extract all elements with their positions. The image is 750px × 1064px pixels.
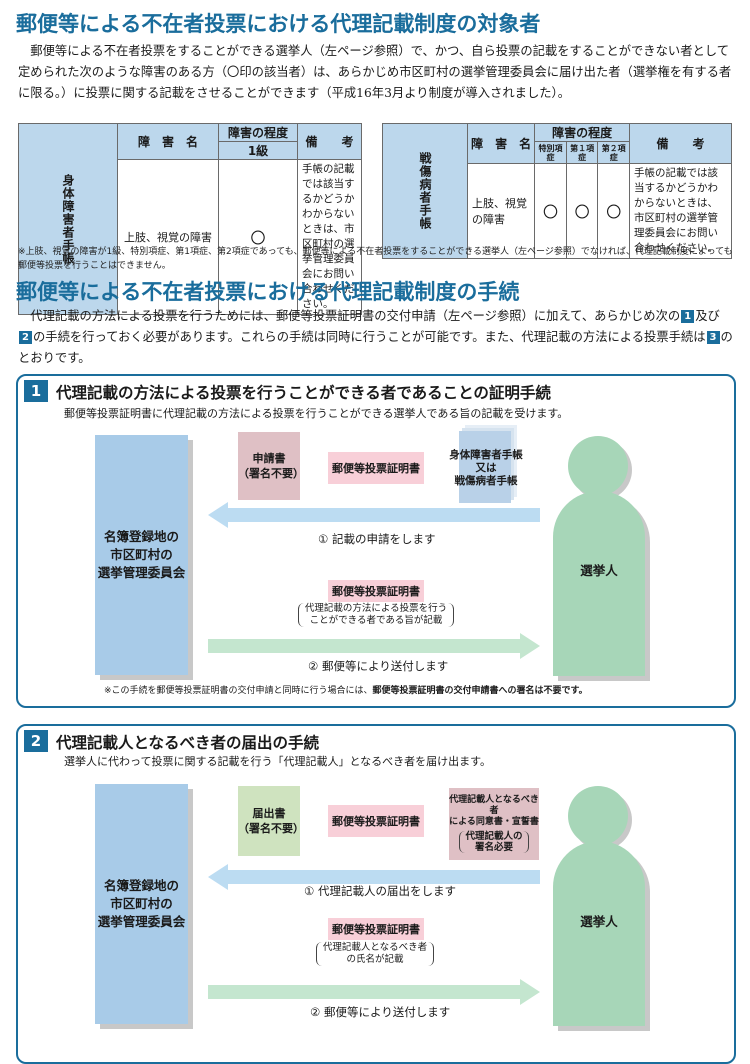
step-number-badge: 1: [681, 310, 695, 323]
panel-number-badge: 1: [24, 380, 48, 402]
table-cell-note: 手帳の記載では該当するかどうかわからないときは、市区町村の選挙管理委員会にお問い…: [629, 163, 732, 259]
right-arrow-send: [208, 633, 540, 659]
table-header-degree: 障害の程度: [534, 123, 630, 142]
panel-number-badge: 2: [24, 730, 48, 752]
application-form-doc: 申請書 （署名不要）: [238, 432, 304, 500]
table-header-disability: 障 害 名: [117, 123, 219, 160]
table-header-first: 第１項症: [565, 141, 599, 164]
procedure-panel-2: 2 代理記載人となるべき者の届出の手続 選挙人に代わって投票に関する記載を行う「…: [16, 724, 736, 1064]
panel-footnote: ※この手続を郵便等投票証明書の交付申請と同時に行う場合には、郵便等投票証明書の交…: [104, 686, 588, 696]
disability-handbook-label: 身体障害者手帳 又は 戦傷病者手帳: [449, 448, 523, 487]
panel-title: 代理記載の方法による投票を行うことができる者であることの証明手続: [56, 384, 551, 402]
postal-vote-certificate-doc: 郵便等投票証明書: [328, 805, 424, 837]
section-title-eligible: 郵便等による不在者投票における代理記載制度の対象者: [16, 12, 541, 36]
panel-subtitle: 選挙人に代わって投票に関する記載を行う「代理記載人」となるべき者を届け出ます。: [64, 755, 492, 768]
step-number-badge: 2: [19, 331, 32, 344]
table-header-degree: 障害の程度: [218, 123, 298, 142]
left-arrow-request: [208, 502, 540, 528]
table-cell-disability: 上肢、視覚の障害: [466, 163, 536, 259]
table-cell-note: 手帳の記載では該当するかどうかわからないときは、市区町村の選挙管理委員会にお問い…: [297, 159, 362, 315]
election-committee-box: 名簿登録地の 市区町村の 選挙管理委員会: [95, 784, 188, 1024]
postal-vote-certificate-doc: 郵便等投票証明書: [328, 452, 424, 484]
table-cell-mark: 〇: [218, 159, 298, 315]
voter-head-shape: [568, 786, 628, 846]
eligible-paragraph: 郵便等による不在者投票をすることができる選挙人（左ページ参照）で、かつ、自ら投票…: [18, 44, 732, 100]
table-footnote: ※上肢、視覚の障害が1級、特別項症、第1項症、第2項症であっても、郵便等による不…: [18, 247, 733, 271]
table-war-injury: 戦傷病者手帳 障 害 名 障害の程度 備 考 特別項症 第１項症 第２項症 上肢…: [382, 123, 732, 259]
panel-subtitle: 郵便等投票証明書に代理記載の方法による投票を行うことができる選挙人である旨の記載…: [64, 407, 569, 420]
table-header-disability: 障 害 名: [466, 123, 536, 164]
table-cell-mark: 〇: [534, 163, 567, 259]
table-header-grade: 1級: [218, 141, 298, 160]
table-header-second: 第２項症: [597, 141, 630, 164]
certificate-note: 代理記載人となるべき者 の氏名が記載: [308, 942, 442, 966]
left-arrow-notify: [208, 864, 540, 890]
voter-body-shape: [553, 841, 645, 1026]
right-arrow-send: [208, 979, 540, 1005]
table-header-remarks: 備 考: [629, 123, 732, 164]
procedure-paragraph: 代理記載の方法による投票を行うためには、郵便等投票証明書の交付申請（左ページ参照…: [18, 309, 733, 365]
arrow-label-notify: ① 代理記載人の届出をします: [304, 884, 456, 898]
consent-oath-doc: 代理記載人となるべき者 による同意書・宣誓書 代理記載人の 署名必要: [449, 788, 539, 860]
voter-label: 選挙人: [580, 914, 618, 929]
notification-form-doc: 届出書 （署名不要）: [238, 786, 304, 856]
table-header-special: 特別項症: [534, 141, 567, 164]
election-committee-box: 名簿登録地の 市区町村の 選挙管理委員会: [95, 435, 188, 675]
handbook-stack-icon: [459, 431, 511, 503]
step-number-badge: 3: [706, 331, 720, 344]
panel-title: 代理記載人となるべき者の届出の手続: [56, 734, 320, 752]
section-title-procedure: 郵便等による不在者投票における代理記載制度の手続: [16, 280, 520, 304]
arrow-label-send: ② 郵便等により送付します: [310, 1005, 451, 1019]
arrow-label-send: ② 郵便等により送付します: [308, 659, 449, 673]
voter-label: 選挙人: [580, 563, 618, 578]
arrow-label-request: ① 記載の申請をします: [318, 532, 436, 546]
table-header-remarks: 備 考: [297, 123, 362, 160]
table-cell-mark: 〇: [597, 163, 630, 259]
table-cell-disability: 上肢、視覚の障害: [117, 159, 219, 315]
voter-head-shape: [568, 436, 628, 496]
procedure-panel-1: 1 代理記載の方法による投票を行うことができる者であることの証明手続 郵便等投票…: [16, 374, 736, 708]
postal-vote-certificate-doc: 郵便等投票証明書: [328, 918, 424, 940]
certificate-note: 代理記載の方法による投票を行う ことができる者である旨が記載: [288, 603, 464, 627]
table-physical-disability: 身体障害者手帳 障 害 名 障害の程度 備 考 1級 上肢、視覚の障害 〇 手帳…: [18, 123, 362, 315]
table-side-label: 戦傷病者手帳: [382, 123, 468, 259]
table-cell-mark: 〇: [565, 163, 599, 259]
table-side-label: 身体障害者手帳: [18, 123, 118, 315]
voter-body-shape: [553, 491, 645, 676]
postal-vote-certificate-doc: 郵便等投票証明書: [328, 580, 424, 602]
